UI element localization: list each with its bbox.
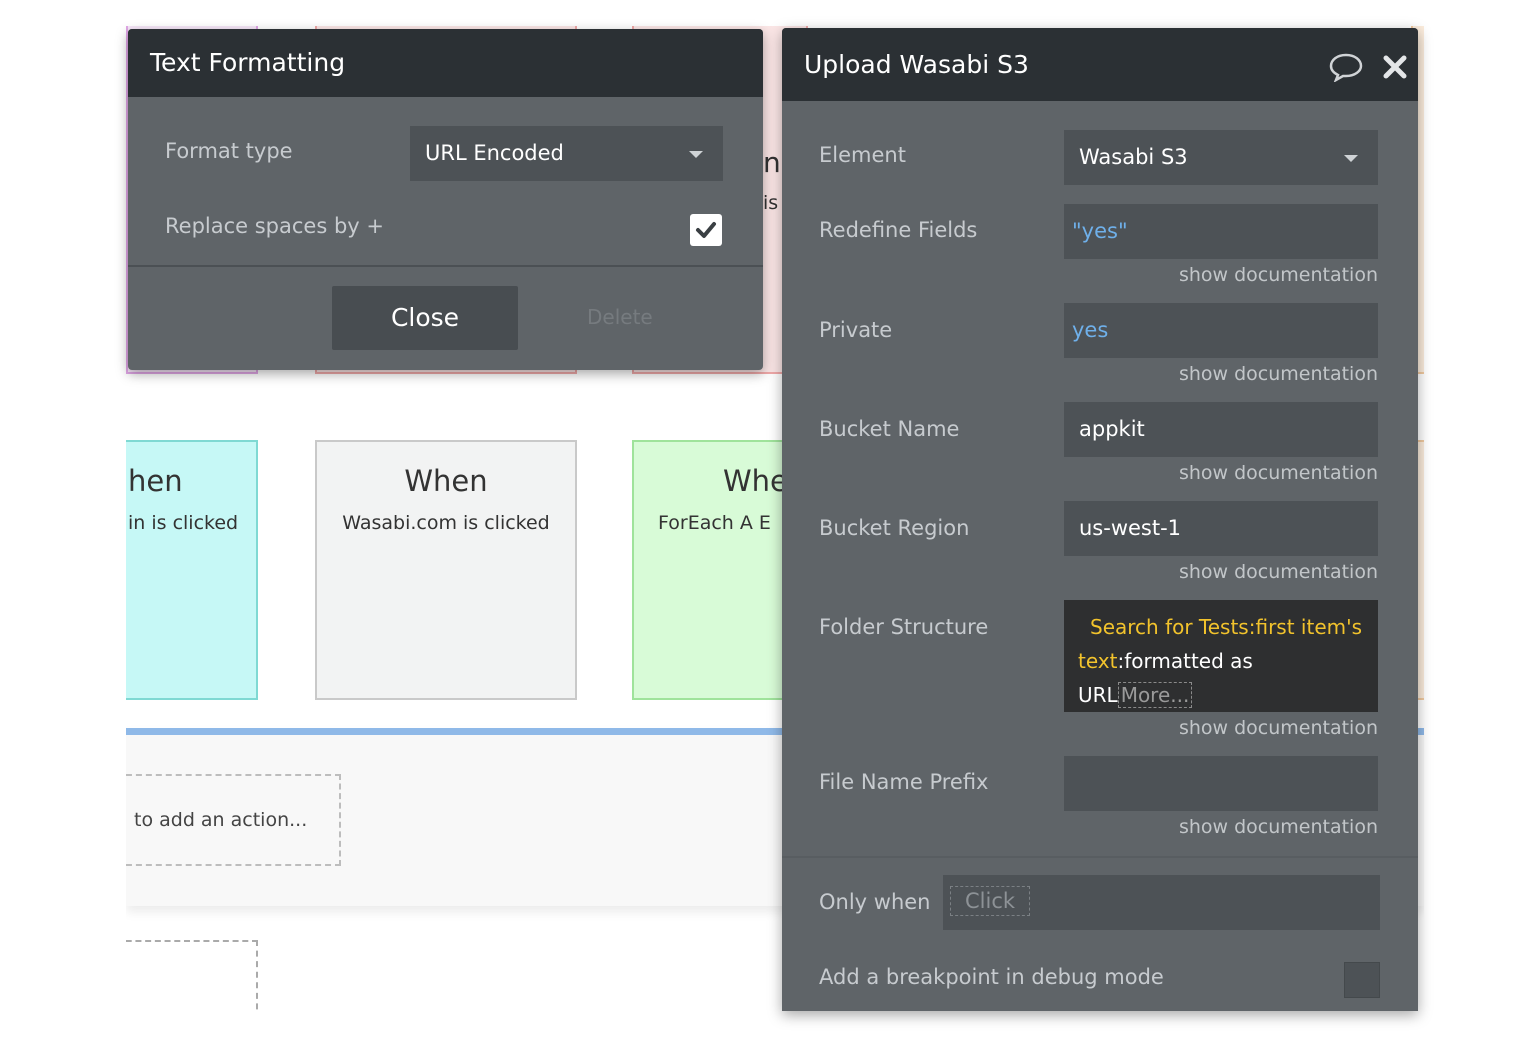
format-type-value: URL Encoded [425, 141, 564, 165]
hidden-card-fragment: is [763, 192, 779, 214]
redefine-fields-label: Redefine Fields [819, 218, 978, 242]
panel-divider [782, 856, 1418, 858]
private-label: Private [819, 318, 893, 342]
element-dropdown[interactable]: Wasabi S3 [1064, 130, 1378, 185]
popup-divider [128, 265, 763, 267]
delete-button[interactable]: Delete [587, 305, 653, 329]
event-card-subtitle: ForEach A E [658, 512, 771, 534]
only-when-field[interactable]: Click [943, 875, 1380, 930]
show-documentation-link[interactable]: show documentation [1178, 561, 1378, 583]
show-documentation-link[interactable]: show documentation [1178, 363, 1378, 385]
element-label: Element [819, 143, 906, 167]
chevron-down-icon [689, 150, 703, 158]
expression-search-part: Search for Tests:first [1090, 615, 1295, 639]
file-name-prefix-input[interactable] [1064, 756, 1378, 811]
expression-url-part: URL [1078, 683, 1118, 707]
only-when-click-placeholder[interactable]: Click [950, 886, 1031, 916]
file-name-prefix-label: File Name Prefix [819, 770, 989, 794]
expression-more-button[interactable]: More... [1117, 682, 1193, 708]
add-action-button[interactable]: to add an action... [126, 774, 341, 866]
popup-title: Text Formatting [128, 29, 763, 97]
close-icon[interactable] [1382, 54, 1408, 80]
replace-spaces-checkbox[interactable] [690, 214, 722, 246]
event-card-title: Whe [723, 464, 788, 498]
replace-spaces-label: Replace spaces by + [165, 214, 384, 238]
redefine-fields-input[interactable]: "yes" [1064, 204, 1378, 259]
expression-format-part: :formatted as [1117, 649, 1253, 673]
comment-icon[interactable] [1328, 52, 1364, 82]
bucket-region-input[interactable]: us-west-1 [1064, 501, 1378, 556]
event-card-cyan[interactable]: hen in is clicked [126, 440, 258, 700]
folder-structure-expression[interactable]: Search for Tests:first item's text:forma… [1064, 600, 1378, 712]
show-documentation-link[interactable]: show documentation [1178, 264, 1378, 286]
folder-structure-label: Folder Structure [819, 615, 989, 639]
private-input[interactable]: yes [1064, 303, 1378, 358]
event-card-subtitle: in is clicked [128, 512, 239, 534]
show-documentation-link[interactable]: show documentation [1178, 462, 1378, 484]
chevron-down-icon [1344, 154, 1358, 162]
event-card-gray[interactable]: When Wasabi.com is clicked [315, 440, 577, 700]
format-type-label: Format type [165, 139, 293, 163]
expression-item-part: item's text [1078, 615, 1363, 673]
bucket-region-label: Bucket Region [819, 516, 970, 540]
element-value: Wasabi S3 [1079, 145, 1188, 169]
event-card-title: hen [128, 464, 183, 498]
event-card-title: When [404, 464, 488, 498]
close-button[interactable]: Close [332, 286, 518, 350]
show-documentation-link[interactable]: show documentation [1178, 816, 1378, 838]
action-bar-divider [126, 728, 1424, 735]
breakpoint-label: Add a breakpoint in debug mode [819, 965, 1164, 989]
breakpoint-checkbox[interactable] [1344, 962, 1380, 998]
only-when-label: Only when [819, 890, 931, 914]
event-card-subtitle: Wasabi.com is clicked [342, 512, 550, 534]
bucket-name-label: Bucket Name [819, 417, 960, 441]
text-formatting-popup: Text Formatting Format type URL Encoded … [128, 29, 763, 370]
show-documentation-link[interactable]: show documentation [1178, 717, 1378, 739]
bucket-name-input[interactable]: appkit [1064, 402, 1378, 457]
format-type-dropdown[interactable]: URL Encoded [410, 126, 723, 181]
event-card-green[interactable]: Whe ForEach A E [632, 440, 808, 700]
checkmark-icon [696, 222, 716, 238]
placeholder-box [126, 940, 258, 1011]
action-properties-panel: Upload Wasabi S3 Element Wasabi S3 Redef… [782, 28, 1418, 1011]
panel-title: Upload Wasabi S3 [782, 28, 1418, 101]
panel-title-text: Upload Wasabi S3 [804, 50, 1029, 79]
